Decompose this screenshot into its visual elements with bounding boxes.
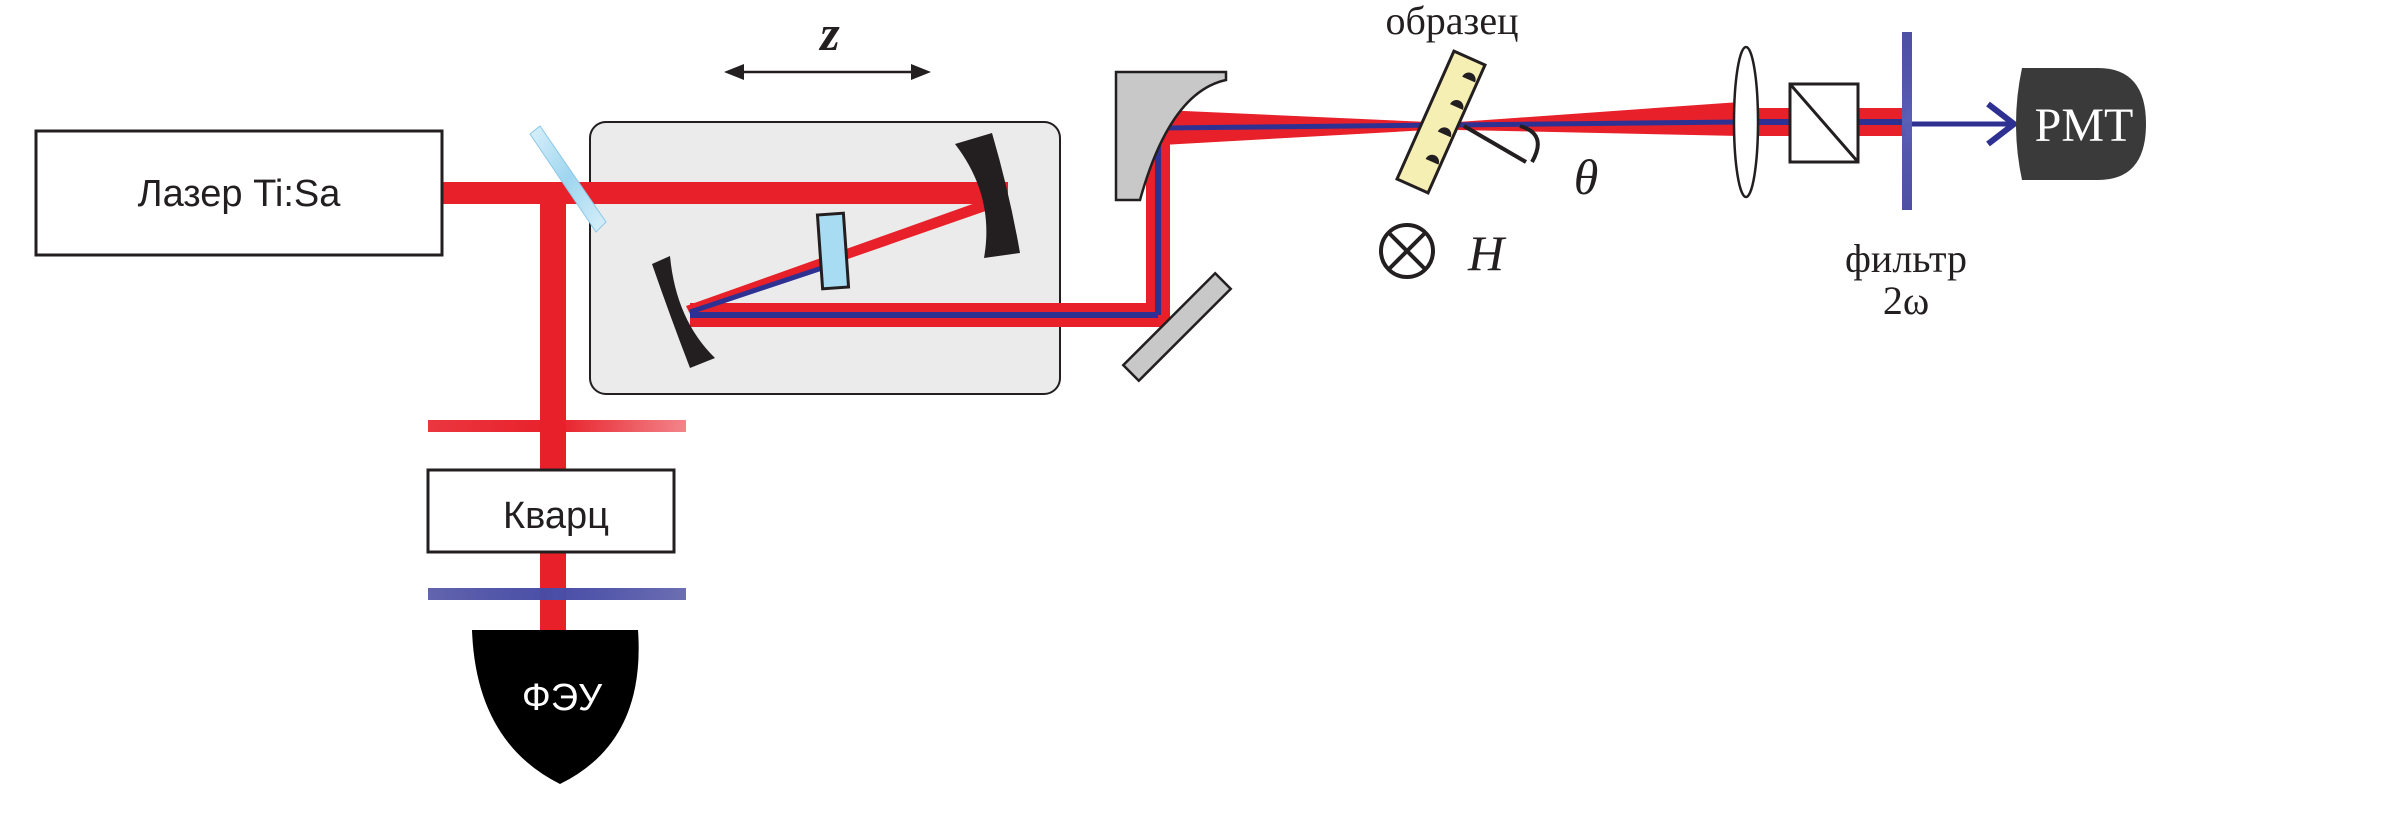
steering-mirror [1121,271,1233,383]
sample [1395,49,1487,195]
beam-splitter [529,125,607,233]
focusing-lens [1732,45,1760,199]
double-arrow-icon [724,64,931,80]
pmt-detector-right [2016,68,2146,180]
sample-label: образец [1385,0,1518,43]
left-curved-mirror [652,256,715,368]
blue-filter [428,588,686,600]
second-harmonic-filter [1902,32,1912,210]
translation-axis-label: z [818,5,840,61]
filter-label-line1: фильтр [1845,236,1967,281]
nonlinear-crystal [815,211,851,291]
angle-marker [1462,124,1540,164]
right-curved-mirror [955,133,1020,258]
quartz-label: Кварц [503,495,609,537]
pmt-left-label: ФЭУ [522,677,603,719]
pmt-detector-left [472,630,639,784]
polarizer [1788,82,1860,164]
parabolic-mirror [1114,70,1228,202]
laser-label: Лазер Ti:Sa [138,173,342,215]
red-filter [428,420,686,432]
pmt-right-label: PMT [2035,99,2134,152]
field-label: H [1467,225,1507,281]
quartz-box [426,468,676,554]
cross-in-circle-icon [1379,223,1435,279]
angle-label: θ [1574,149,1599,205]
filter-label-line2: 2ω [1883,278,1929,323]
laser-box [34,129,444,257]
